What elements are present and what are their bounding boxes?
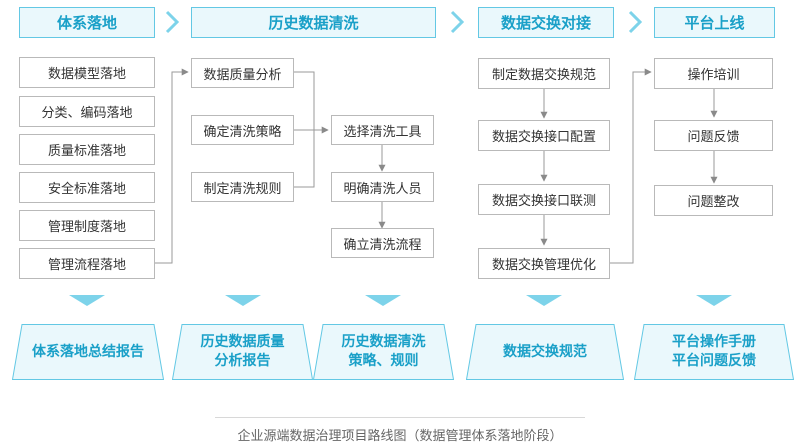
box-label: 数据模型落地 <box>47 67 126 82</box>
box-label: 问题反馈 <box>687 130 740 145</box>
phase-header: 历史数据清洗 <box>191 7 436 38</box>
box-label: 安全标准落地 <box>47 182 126 197</box>
process-box: 分类、编码落地 <box>19 96 155 127</box>
process-box: 数据交换接口联测 <box>478 184 610 215</box>
phase-label: 历史数据清洗 <box>268 14 359 32</box>
box-label: 确立清洗流程 <box>343 237 422 253</box>
down-triangle-icon <box>225 295 261 306</box>
process-box: 确立清洗流程 <box>331 228 434 258</box>
process-box: 质量标准落地 <box>19 134 155 165</box>
box-label: 制定清洗规则 <box>203 181 282 197</box>
box-label: 问题整改 <box>687 195 740 210</box>
output-deliverable: 历史数据清洗策略、规则 <box>313 324 454 380</box>
output-deliverable: 平台操作手册平台问题反馈 <box>634 324 794 380</box>
process-box: 问题反馈 <box>654 120 773 151</box>
process-box: 制定数据交换规范 <box>478 58 610 89</box>
process-box: 数据交换接口配置 <box>478 120 610 151</box>
process-box: 制定清洗规则 <box>191 172 294 202</box>
down-triangle-icon <box>365 295 401 306</box>
phase-label: 平台上线 <box>684 14 745 32</box>
chevron-right-icon <box>628 10 643 34</box>
process-box: 数据质量分析 <box>191 58 294 88</box>
caption-divider <box>215 417 585 418</box>
figure-caption: 企业源端数据治理项目路线图（数据管理体系落地阶段） <box>237 429 563 444</box>
output-label: 体系落地总结报告 <box>32 343 144 360</box>
phase-label: 数据交换对接 <box>500 14 591 32</box>
phase-header: 数据交换对接 <box>478 7 614 38</box>
box-label: 数据交换接口配置 <box>491 130 596 145</box>
output-deliverable: 体系落地总结报告 <box>12 324 164 380</box>
phase-header: 平台上线 <box>654 7 775 38</box>
box-label: 分类、编码落地 <box>41 106 133 121</box>
output-label: 历史数据清洗 <box>341 334 426 350</box>
output-label: 策略、规则 <box>348 353 419 369</box>
chevron-right-icon <box>450 10 465 34</box>
down-triangle-icon <box>69 295 105 306</box>
box-label: 数据交换管理优化 <box>491 258 596 273</box>
process-box: 安全标准落地 <box>19 172 155 203</box>
output-label: 数据交换规范 <box>503 343 587 360</box>
process-box: 操作培训 <box>654 58 773 89</box>
process-box: 数据交换管理优化 <box>478 248 610 279</box>
box-label: 管理流程落地 <box>47 258 126 273</box>
phase-header: 体系落地 <box>19 7 155 38</box>
process-box: 数据模型落地 <box>19 57 155 88</box>
output-deliverable: 历史数据质量分析报告 <box>172 324 313 380</box>
box-label: 数据交换接口联测 <box>491 194 596 209</box>
process-box: 选择清洗工具 <box>331 115 434 145</box>
output-label: 分析报告 <box>214 353 271 369</box>
process-box: 确定清洗策略 <box>191 115 294 145</box>
output-label: 历史数据质量 <box>200 334 285 350</box>
output-deliverable: 数据交换规范 <box>466 324 624 380</box>
output-label: 平台操作手册 <box>672 334 756 350</box>
down-triangle-icon <box>526 295 562 306</box>
process-box: 问题整改 <box>654 185 773 216</box>
box-label: 数据质量分析 <box>203 67 282 83</box>
box-label: 管理制度落地 <box>47 220 126 235</box>
box-label: 确定清洗策略 <box>203 124 282 140</box>
down-triangle-icon <box>696 295 732 306</box>
box-label: 明确清洗人员 <box>343 181 422 197</box>
output-label: 平台问题反馈 <box>672 353 756 369</box>
box-label: 操作培训 <box>687 68 740 83</box>
process-box: 管理流程落地 <box>19 248 155 279</box>
process-box: 明确清洗人员 <box>331 172 434 202</box>
process-box: 管理制度落地 <box>19 210 155 241</box>
chevron-right-icon <box>165 10 180 34</box>
box-label: 质量标准落地 <box>47 144 126 159</box>
box-label: 制定数据交换规范 <box>491 68 596 83</box>
phase-label: 体系落地 <box>56 14 117 32</box>
box-label: 选择清洗工具 <box>343 124 422 140</box>
